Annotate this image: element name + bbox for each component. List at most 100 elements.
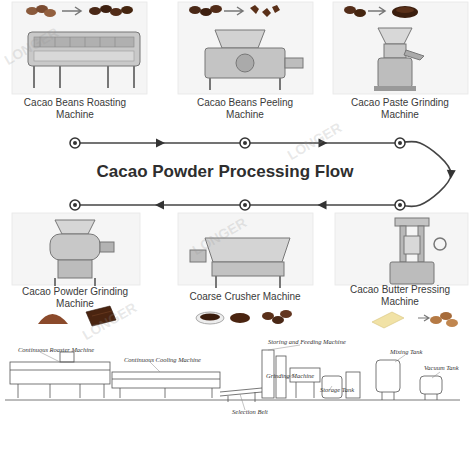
butter-press-illustration <box>430 316 442 324</box>
flow-dot <box>70 200 80 210</box>
machine-card: Cacao Paste Grinding Machine <box>330 0 470 143</box>
part-label: Selection Belt <box>232 408 268 416</box>
production-line-drawing <box>112 379 220 380</box>
peeling-machine-illustration <box>224 7 243 15</box>
butter-press-illustration <box>404 236 420 254</box>
flow-dot <box>240 200 250 210</box>
arrow-head <box>446 170 456 180</box>
card-panel <box>178 2 313 94</box>
butter-press-illustration <box>446 319 458 327</box>
peeling-machine-illustration <box>236 54 254 72</box>
flow-connector <box>75 139 245 148</box>
production-line-drawing <box>10 362 110 384</box>
card-panel <box>12 2 468 285</box>
roasting-machine-illustration <box>62 7 81 15</box>
production-line-drawing <box>60 352 74 362</box>
machine-label: Coarse Crusher Machine <box>180 291 310 303</box>
paste-grinder-illustration <box>396 7 414 13</box>
production-line-drawing <box>5 400 460 401</box>
production-line-drawing <box>425 394 437 400</box>
production-line-drawing <box>120 388 212 398</box>
coarse-crusher-illustration <box>216 276 280 288</box>
production-line-drawing <box>382 392 394 400</box>
production-line-drawing <box>10 370 110 371</box>
peeling-machine-illustration <box>285 58 303 68</box>
flow-dot <box>243 203 247 207</box>
part-label: Vacuum Tank <box>424 364 459 372</box>
coarse-crusher-illustration <box>272 316 284 324</box>
watermark: LONGER <box>285 120 344 163</box>
card-panel <box>335 213 468 285</box>
roasting-machine-illustration <box>34 66 134 88</box>
paste-grinder-illustration <box>378 58 412 88</box>
flow-dot <box>70 138 80 148</box>
powder-grinder-illustration <box>55 278 95 286</box>
part-label: Mixing Tank <box>390 348 422 356</box>
production-line-drawing <box>228 392 255 402</box>
butter-press-illustration <box>434 238 446 250</box>
machine-label: Cacao Beans Roasting Machine <box>15 97 135 121</box>
arrow-head <box>318 201 327 210</box>
flow-line <box>75 204 245 206</box>
machine-card: Cacao Beans Peeling Machine <box>175 0 315 143</box>
paste-grinder-illustration <box>378 28 412 44</box>
roasting-machine-illustration <box>121 6 133 14</box>
flow-dot <box>398 203 402 207</box>
roasting-machine-illustration <box>44 9 56 17</box>
roasting-machine-illustration <box>100 37 101 47</box>
machine-label: Cacao Beans Peeling Machine <box>185 97 305 121</box>
butter-press-illustration <box>390 262 434 284</box>
production-line-drawing <box>296 382 314 398</box>
machine-card: Cacao Butter Pressing Machine <box>330 205 470 330</box>
diagram-title: Cacao Powder Processing Flow <box>0 162 450 182</box>
coarse-crusher-illustration <box>230 313 250 323</box>
arrow-head <box>155 201 164 210</box>
butter-press-illustration <box>395 218 429 226</box>
arrow-head <box>156 139 165 148</box>
flow-dot <box>395 138 405 148</box>
powder-grinder-illustration <box>58 260 92 278</box>
peeling-machine-illustration <box>250 5 280 17</box>
flow-dot <box>395 200 405 210</box>
card-panel <box>333 2 468 94</box>
roasting-machine-illustration <box>85 37 86 47</box>
production-line-drawing <box>40 345 440 410</box>
part-label: Storage Tank <box>320 386 354 394</box>
roasting-machine-illustration <box>34 51 134 61</box>
roasting-machine-illustration <box>89 7 101 15</box>
machine-label: Cacao Powder Grinding Machine <box>15 286 135 310</box>
roasting-machine-illustration <box>70 37 71 47</box>
flow-line <box>245 204 400 206</box>
coarse-crusher-illustration <box>200 314 220 321</box>
production-line-drawing <box>346 372 360 398</box>
flow-dot <box>73 141 77 145</box>
flow-dot <box>398 141 402 145</box>
production-line-drawing <box>220 388 262 396</box>
coarse-crusher-illustration <box>262 312 274 320</box>
flow-connector <box>245 201 400 210</box>
flow-dot <box>73 203 77 207</box>
paste-grinder-illustration <box>354 9 366 17</box>
flow-dot <box>243 141 247 145</box>
paste-grinder-illustration <box>344 6 424 91</box>
peeling-machine-illustration <box>210 5 222 13</box>
paste-grinder-illustration <box>374 86 416 91</box>
paste-grinder-illustration <box>392 6 418 18</box>
coarse-crusher-illustration <box>280 310 292 318</box>
card-panel <box>12 213 140 285</box>
machine-label: Cacao Paste Grinding Machine <box>340 97 460 121</box>
flow-connector <box>400 142 456 207</box>
part-label: Grinding Machine <box>266 372 314 380</box>
peeling-machine-illustration <box>205 48 285 78</box>
flow-line <box>75 142 245 144</box>
paste-grinder-illustration <box>384 44 406 58</box>
part-label: Continuous Cooling Machine <box>124 356 201 364</box>
roasting-machine-illustration <box>115 37 116 47</box>
powder-grinder-illustration <box>100 242 114 252</box>
peeling-machine-illustration <box>189 6 201 14</box>
peeling-machine-illustration <box>189 5 303 90</box>
powder-grinder-illustration <box>50 234 100 260</box>
paste-grinder-illustration <box>404 50 424 60</box>
